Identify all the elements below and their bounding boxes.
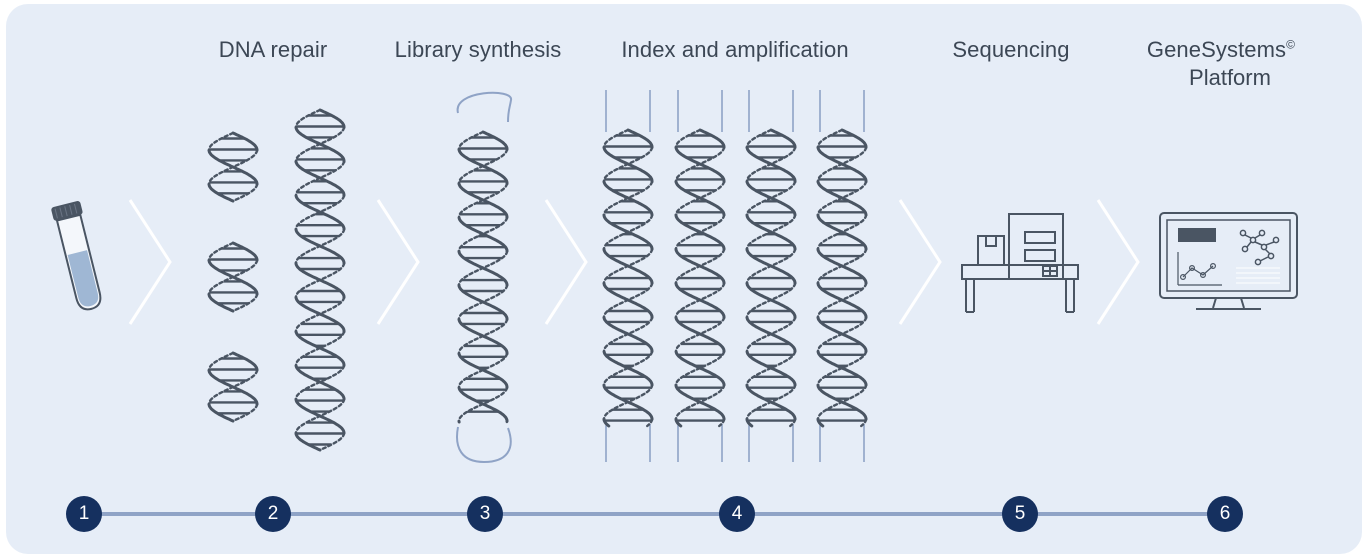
step-5-badge: 5 xyxy=(1002,496,1038,532)
step-3-title: Library synthesis xyxy=(394,37,562,62)
chevron-arrow-icon xyxy=(898,199,942,325)
chevron-arrow-icon xyxy=(376,199,420,325)
dna-helix-icon xyxy=(294,108,346,452)
step-5-title: Sequencing xyxy=(952,37,1070,62)
dna-helix-icon xyxy=(816,128,868,428)
step-6-title: GeneSystems© xyxy=(1147,36,1295,64)
chevron-arrow-icon xyxy=(128,199,172,325)
chevron-arrows xyxy=(128,199,1140,325)
step-6-title-line2: Platform xyxy=(1189,65,1271,90)
step-4-title: Index and amplification xyxy=(621,37,849,62)
dna-helix-icon xyxy=(745,128,797,428)
dna-helix-icon xyxy=(674,128,726,428)
step-1-badge: 1 xyxy=(66,496,102,532)
sequencer-machine-icon xyxy=(961,213,1079,313)
dna-helix-icon xyxy=(457,130,509,424)
step-3-badge: 3 xyxy=(467,496,503,532)
dna-helix-icon xyxy=(207,241,259,313)
step-2-title: DNA repair xyxy=(218,37,328,62)
chevron-arrow-icon xyxy=(544,199,588,325)
copyright-mark: © xyxy=(1286,37,1296,52)
adapter-loop-bottom xyxy=(456,426,512,464)
step-6-title-text: GeneSystems xyxy=(1146,37,1287,62)
sample-tube-icon xyxy=(51,201,102,311)
step-4-badge: 4 xyxy=(719,496,755,532)
adapter-loop-top xyxy=(456,91,512,123)
step-2-badge: 2 xyxy=(255,496,291,532)
dna-helix-icon xyxy=(207,351,259,423)
monitor-dashboard-icon xyxy=(1159,212,1298,310)
step-6-badge: 6 xyxy=(1207,496,1243,532)
dna-helix-icon xyxy=(602,128,654,428)
dna-helices xyxy=(207,90,868,464)
chevron-arrow-icon xyxy=(1096,199,1140,325)
dna-helix-icon xyxy=(207,131,259,203)
